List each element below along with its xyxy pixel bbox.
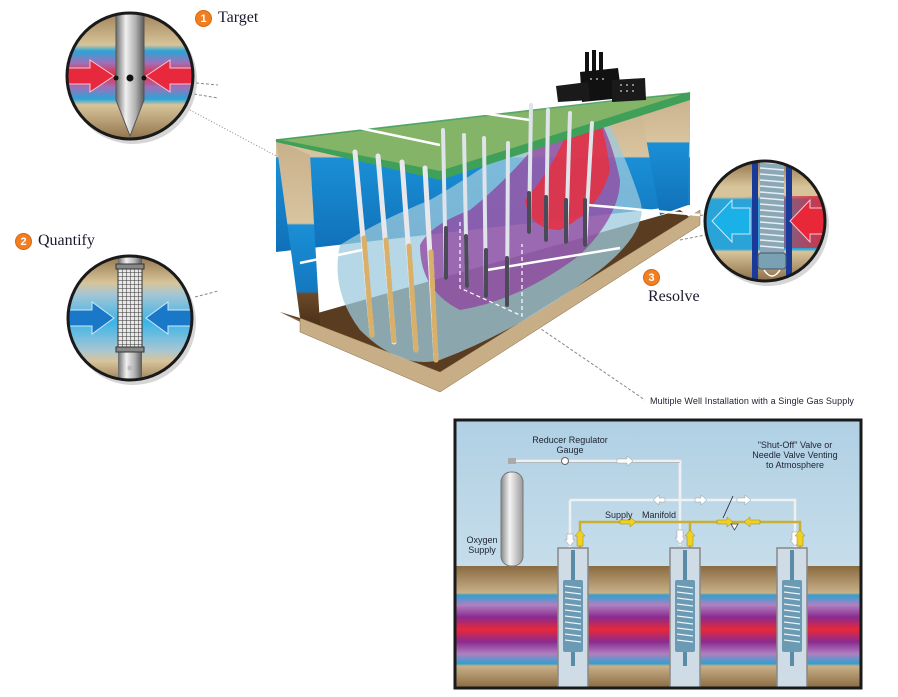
connector-line [193, 93, 219, 99]
target-probes [352, 149, 439, 363]
connector-line [195, 82, 219, 86]
connector-line [524, 317, 646, 401]
step-3-label: Resolve [648, 288, 700, 305]
connector-line [194, 290, 219, 298]
schematic-caption: Multiple Well Installation with a Single… [650, 396, 855, 406]
flow-arrow [616, 455, 634, 467]
connector-line [679, 234, 706, 241]
factory-icon [556, 50, 646, 102]
flow-arrow [674, 529, 686, 545]
oxygen-label-line: Oxygen [466, 535, 498, 545]
multi-well-schematic [453, 418, 863, 690]
step-1-badge: 1 [195, 10, 212, 27]
regulator-label-line: Gauge [556, 445, 584, 455]
quantify-detail-circle [66, 254, 196, 385]
flow-arrow [694, 494, 708, 506]
oxygen-supply-label: Oxygen Supply [460, 535, 504, 555]
flow-arrow [652, 494, 666, 506]
flow-arrow [574, 529, 586, 547]
step-2-badge: 2 [15, 233, 32, 250]
flow-arrow [684, 529, 696, 547]
step-3-badge: 3 [643, 269, 660, 286]
oxygen-tank-icon [500, 458, 524, 567]
well-2 [669, 547, 701, 689]
right-wall [640, 93, 690, 215]
flow-arrow [564, 533, 576, 547]
step-1-label: Target [218, 9, 259, 26]
shutoff-label-line: to Atmosphere [765, 460, 825, 470]
shutoff-valve-icon [730, 523, 739, 531]
inflow-arrow-left [68, 301, 115, 335]
shutoff-label-line: "Shut-Off" Valve or [757, 440, 833, 450]
well-1 [557, 547, 589, 689]
front-base [299, 209, 701, 393]
flow-arrow [716, 516, 734, 528]
regulator-label-line: Reducer Regulator [532, 435, 608, 445]
shutoff-label-line: Needle Valve Venting [752, 450, 838, 460]
regulator-gauge-icon [561, 457, 569, 465]
screen-mesh-icon [117, 265, 143, 351]
coil-icon [759, 161, 785, 249]
probe-icon [115, 13, 145, 138]
shutoff-valve-label: "Shut-Off" Valve or Needle Valve Venting… [735, 440, 855, 470]
well-3 [776, 547, 808, 689]
target-detail-circle [65, 11, 197, 144]
flow-arrow [743, 516, 761, 528]
left-wall [276, 140, 320, 325]
step-2-label: Quantify [38, 232, 95, 249]
flow-arrow [794, 529, 806, 547]
flow-arrow [619, 516, 637, 528]
oxygen-label-line: Supply [468, 545, 496, 555]
outflow-arrow-left [711, 198, 751, 244]
supply-label: Supply [605, 510, 633, 520]
connector-line [189, 109, 281, 159]
inflow-arrow-left [67, 59, 115, 93]
inflow-arrow-right [789, 198, 825, 244]
inflow-arrow-right [145, 301, 192, 335]
sparge-wells [441, 103, 594, 307]
resolve-detail-circle [703, 159, 829, 286]
regulator-label: Reducer Regulator Gauge [515, 435, 625, 455]
manifold-label: Manifold [642, 510, 677, 520]
inflow-arrow-right [145, 59, 193, 93]
flow-arrow [736, 494, 752, 506]
